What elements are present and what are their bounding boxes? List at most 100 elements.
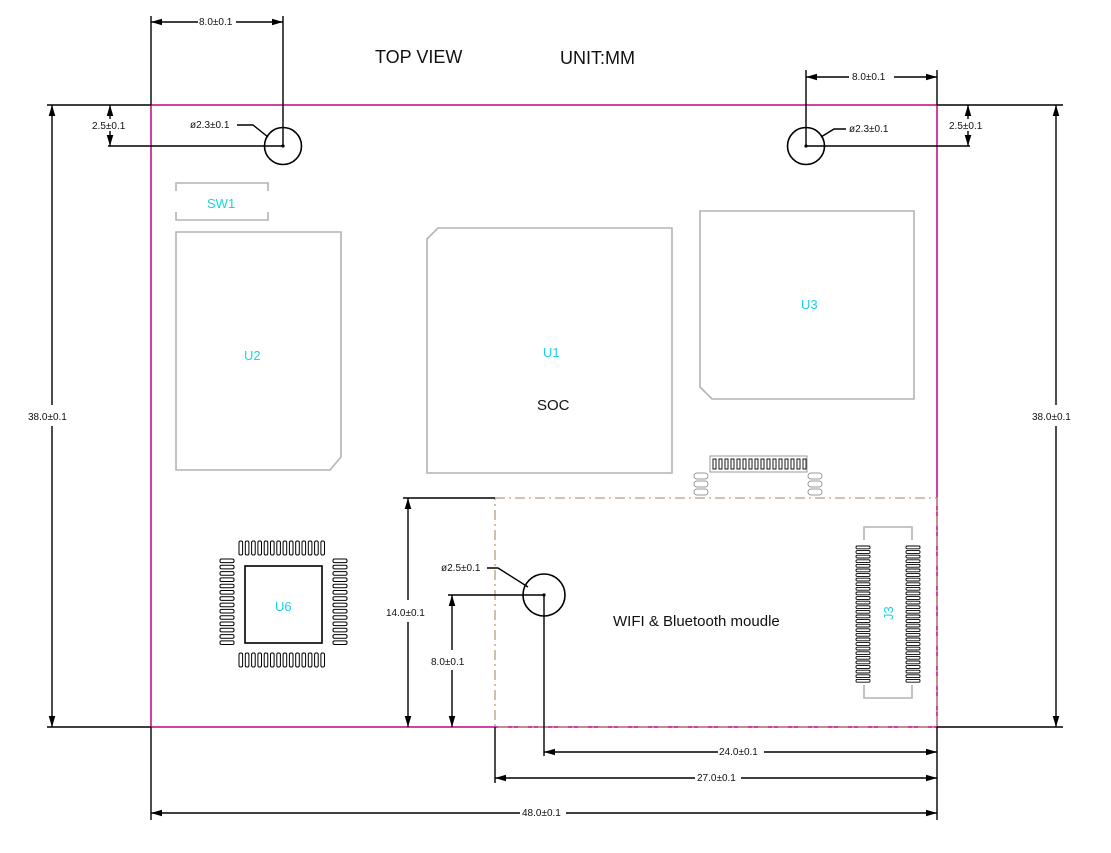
j3-pin: [905, 619, 921, 623]
u6-pad: [238, 540, 244, 556]
u3-label: U3: [801, 297, 818, 312]
j3-pin: [855, 623, 871, 628]
dim-right-vertical-offset: 2.5±0.1: [949, 121, 983, 132]
u6-pad: [219, 602, 235, 608]
j3-pin: [905, 573, 921, 577]
connector-pin: [742, 458, 747, 470]
u6-pad: [320, 652, 325, 668]
j3-pin: [855, 678, 871, 683]
u6-pad: [219, 596, 235, 601]
u6-pad: [332, 634, 348, 639]
j3-pin: [855, 646, 871, 651]
u6-pad: [251, 652, 256, 668]
u6-pad: [332, 615, 348, 620]
u6-pad: [332, 558, 348, 564]
connector-pin: [760, 458, 765, 470]
connector-pin: [772, 458, 777, 470]
u6-pad: [219, 634, 235, 639]
u6-pad: [307, 652, 313, 668]
j3-pin: [905, 665, 921, 669]
j3-pin: [855, 642, 871, 646]
sw1-label: SW1: [207, 196, 235, 211]
connector-mount-pad: [693, 488, 709, 496]
u6-pad: [332, 583, 348, 589]
u6-pad: [288, 540, 294, 556]
u6-pad: [219, 627, 235, 633]
u6-pad: [263, 652, 269, 668]
u6-pad: [282, 652, 288, 668]
dim-module-width: 27.0±0.1: [697, 773, 736, 784]
hole-leader: [237, 124, 269, 138]
connector-pin: [790, 458, 795, 470]
wifi-module-outline: [494, 497, 938, 728]
j3-pin: [905, 674, 921, 679]
j3-pin: [855, 596, 871, 600]
j3-pin: [905, 678, 921, 683]
j3-pin: [905, 628, 921, 633]
j3-pin: [855, 600, 871, 605]
chip-u3: U3: [699, 210, 915, 400]
u6-pad: [332, 577, 348, 583]
j3-pin: [855, 628, 871, 633]
connector-pin: [778, 458, 783, 470]
j3-pin: [855, 591, 871, 596]
dim-module-height: 14.0±0.1: [386, 608, 425, 619]
u6-pad: [219, 608, 235, 614]
u6-pad: [314, 540, 319, 556]
u6-pad: [257, 540, 262, 556]
j3-pin: [905, 614, 921, 619]
u6-pad: [270, 652, 275, 668]
j3-pin: [905, 660, 921, 665]
connector-pin: [766, 458, 771, 470]
hole-leader: [820, 128, 846, 138]
j3-pin: [905, 591, 921, 596]
u6-pad: [219, 615, 235, 620]
j3-pin: [905, 605, 921, 610]
j3-pin: [905, 568, 921, 573]
view-title: TOP VIEW: [375, 47, 462, 67]
j3-pin: [905, 646, 921, 651]
connector-pin: [748, 458, 753, 470]
connector-pin: [736, 458, 741, 470]
u6-pad: [288, 652, 294, 668]
hole-leader: [487, 567, 529, 588]
unit-label: UNIT:MM: [560, 48, 635, 68]
j3-pin: [905, 655, 921, 660]
u6-pad: [276, 540, 281, 556]
j3-pin: [855, 655, 871, 660]
connector-pin: [784, 458, 789, 470]
u6-pad: [282, 540, 288, 556]
j3-pin: [855, 545, 871, 550]
dim-module-hole-x: 24.0±0.1: [719, 747, 758, 758]
dim-left-vertical-offset: 2.5±0.1: [92, 121, 126, 132]
connector-mount-pad: [693, 472, 709, 480]
j3-pin: [855, 582, 871, 587]
connector-mount-pad: [693, 480, 709, 488]
connector-pin: [730, 458, 735, 470]
j3-pin: [855, 559, 871, 564]
dim-board-width: 48.0±0.1: [522, 808, 561, 819]
u6-pad: [301, 540, 307, 556]
connector-j3: J3: [855, 526, 921, 699]
connector-mount-pad: [807, 472, 823, 480]
j3-pin: [905, 651, 921, 656]
j3-pin: [855, 614, 871, 619]
u6-pad: [270, 540, 275, 556]
connector-pin: [754, 458, 759, 470]
j3-pin: [855, 674, 871, 679]
soc-label: SOC: [537, 397, 570, 414]
u6-pad: [219, 583, 235, 589]
u6-pad: [238, 652, 244, 668]
u6-pad: [332, 564, 348, 570]
connector-pin: [724, 458, 729, 470]
j3-pin: [905, 642, 921, 646]
j3-pin: [855, 665, 871, 669]
u6-pad: [244, 540, 250, 556]
j3-pin: [905, 563, 921, 568]
j3-pin: [855, 632, 871, 637]
j3-label: J3: [881, 606, 896, 620]
chip-u6: U6: [219, 540, 348, 668]
u6-pad: [332, 627, 348, 633]
u6-pad: [257, 652, 262, 668]
